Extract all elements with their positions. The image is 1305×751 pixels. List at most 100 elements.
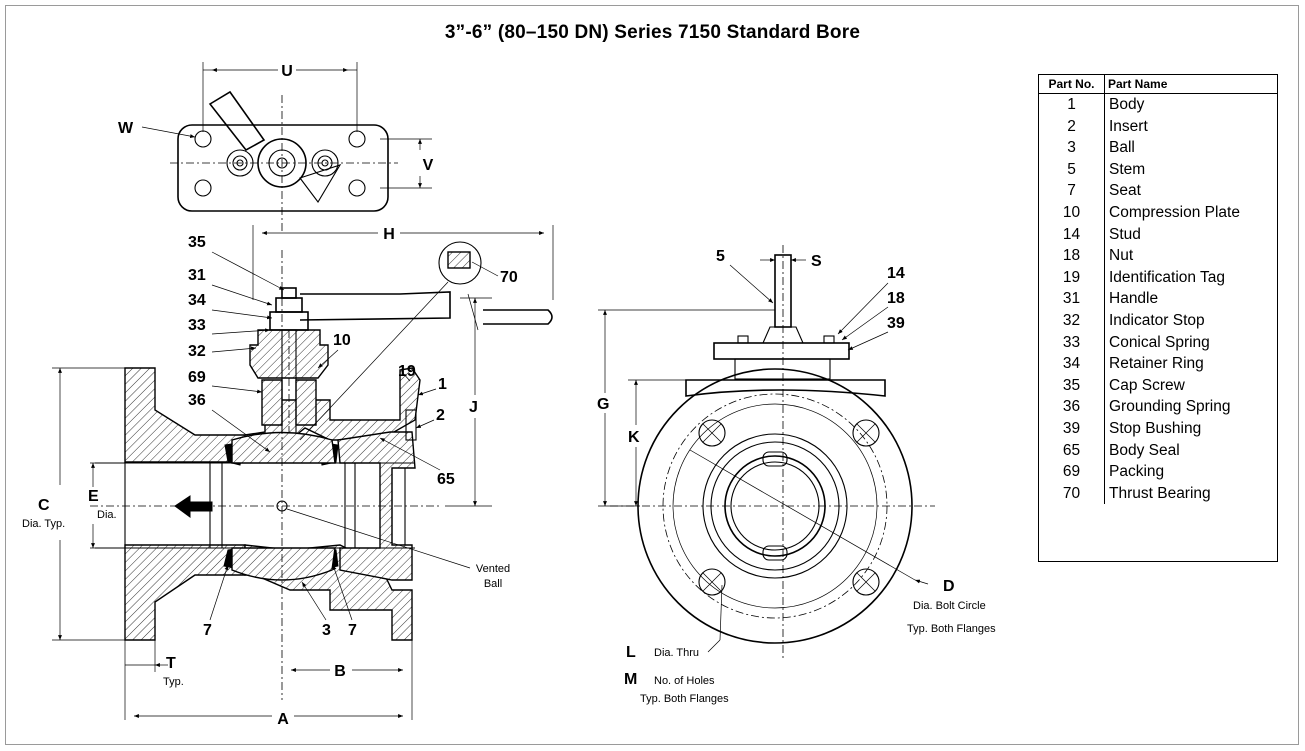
dim-d-note1: Dia. Bolt Circle: [913, 600, 986, 612]
ball-lower: [231, 547, 336, 581]
part-name: Conical Spring: [1109, 333, 1210, 351]
vent-hole: [276, 500, 288, 512]
dim-u-label: U: [281, 63, 293, 80]
dim-m-label: M: [624, 671, 637, 688]
dim-c-note: Dia. Typ.: [22, 518, 65, 530]
dim-b-label: B: [334, 663, 346, 680]
callout-7-left: 7: [203, 622, 212, 639]
part-number: 65: [1039, 439, 1105, 462]
callout-70: 70: [500, 269, 518, 286]
part-name: Stud: [1109, 225, 1141, 243]
dim-t-label: T: [166, 655, 176, 672]
dim-e-note: Dia.: [97, 509, 117, 521]
part-number: 33: [1039, 331, 1105, 354]
dim-w-label: W: [118, 120, 134, 137]
end-view: [610, 245, 935, 660]
callout-35: 35: [188, 234, 206, 251]
callout-36: 36: [188, 392, 206, 409]
callout-18: 18: [887, 290, 905, 307]
callout-2: 2: [436, 407, 445, 424]
dim-g-label: G: [597, 396, 609, 413]
part-name: Seat: [1109, 182, 1141, 200]
col-header-part-name: Part Name: [1104, 75, 1277, 94]
callout-14: 14: [887, 265, 905, 282]
part-name: Indicator Stop: [1109, 311, 1205, 329]
section-dimensions: H J C Dia. Typ. E Dia. T Typ. B: [22, 225, 554, 728]
part-name: Identification Tag: [1109, 268, 1226, 286]
flow-arrow-icon: [174, 495, 213, 518]
mounting-plate: [177, 124, 389, 212]
part-name: Grounding Spring: [1109, 398, 1231, 416]
part-number: 2: [1039, 115, 1105, 138]
part-name: Body Seal: [1109, 441, 1180, 459]
dim-d-label: D: [943, 578, 955, 595]
dim-c-label: C: [38, 497, 50, 514]
dim-h-label: H: [383, 226, 395, 243]
callout-39: 39: [887, 315, 905, 332]
bolt-hole: [194, 179, 212, 197]
bolt-hole: [348, 130, 366, 148]
col-header-part-no: Part No.: [1039, 75, 1105, 94]
part-name: Ball: [1109, 139, 1135, 157]
dim-s-label: S: [811, 253, 822, 270]
vented-label-2: Ball: [484, 578, 502, 590]
handle-top: [208, 90, 266, 152]
part-number: 7: [1039, 180, 1105, 202]
part-name: Handle: [1109, 290, 1159, 308]
part-number: 1: [1039, 93, 1105, 116]
part-number: 19: [1039, 266, 1105, 289]
section-callouts: 35 31 34 33 32 10 69 36 19 1 2 65 70 7 3…: [188, 234, 518, 639]
dim-a-label: A: [277, 711, 289, 728]
callout-7-right: 7: [348, 622, 357, 639]
callout-32: 32: [188, 343, 206, 360]
callout-19: 19: [398, 363, 416, 380]
part-number: 69: [1039, 461, 1105, 483]
vented-ball-leader: [286, 508, 471, 569]
part-name: Body: [1109, 96, 1145, 113]
callout-10: 10: [333, 332, 351, 349]
part-name: Cap Screw: [1109, 376, 1185, 394]
callout-65: 65: [437, 471, 455, 488]
part-name: Stop Bushing: [1109, 419, 1202, 437]
part-name: Retainer Ring: [1109, 355, 1204, 373]
part-number: 14: [1039, 223, 1105, 246]
dim-t-note: Typ.: [163, 676, 184, 688]
part-number: 32: [1039, 309, 1105, 332]
callout-1: 1: [438, 376, 447, 393]
callout-34: 34: [188, 292, 206, 309]
part-name: Packing: [1109, 463, 1165, 481]
dim-l-label: L: [626, 644, 636, 661]
handle-arm: [299, 291, 451, 321]
bolt-hole: [348, 179, 366, 197]
drawing-title: 3”-6” (80–150 DN) Series 7150 Standard B…: [444, 22, 861, 43]
part-name: Stem: [1109, 160, 1146, 178]
ball-upper: [231, 431, 336, 464]
part-number: 3: [1039, 137, 1105, 159]
part-number: 36: [1039, 396, 1105, 418]
callout-5: 5: [716, 248, 725, 265]
part-number: 39: [1039, 417, 1105, 440]
section-view: [90, 241, 553, 700]
part-number: 34: [1039, 353, 1105, 375]
dimension-u: U: [202, 62, 358, 132]
part-name: Thrust Bearing: [1109, 484, 1211, 502]
part-number: 35: [1039, 374, 1105, 397]
part-number: 70: [1039, 482, 1105, 505]
callout-69: 69: [188, 369, 206, 386]
end-view-dimensions: S G K 5 14 18 39 D Dia. Bolt Circle Typ.…: [597, 248, 996, 705]
